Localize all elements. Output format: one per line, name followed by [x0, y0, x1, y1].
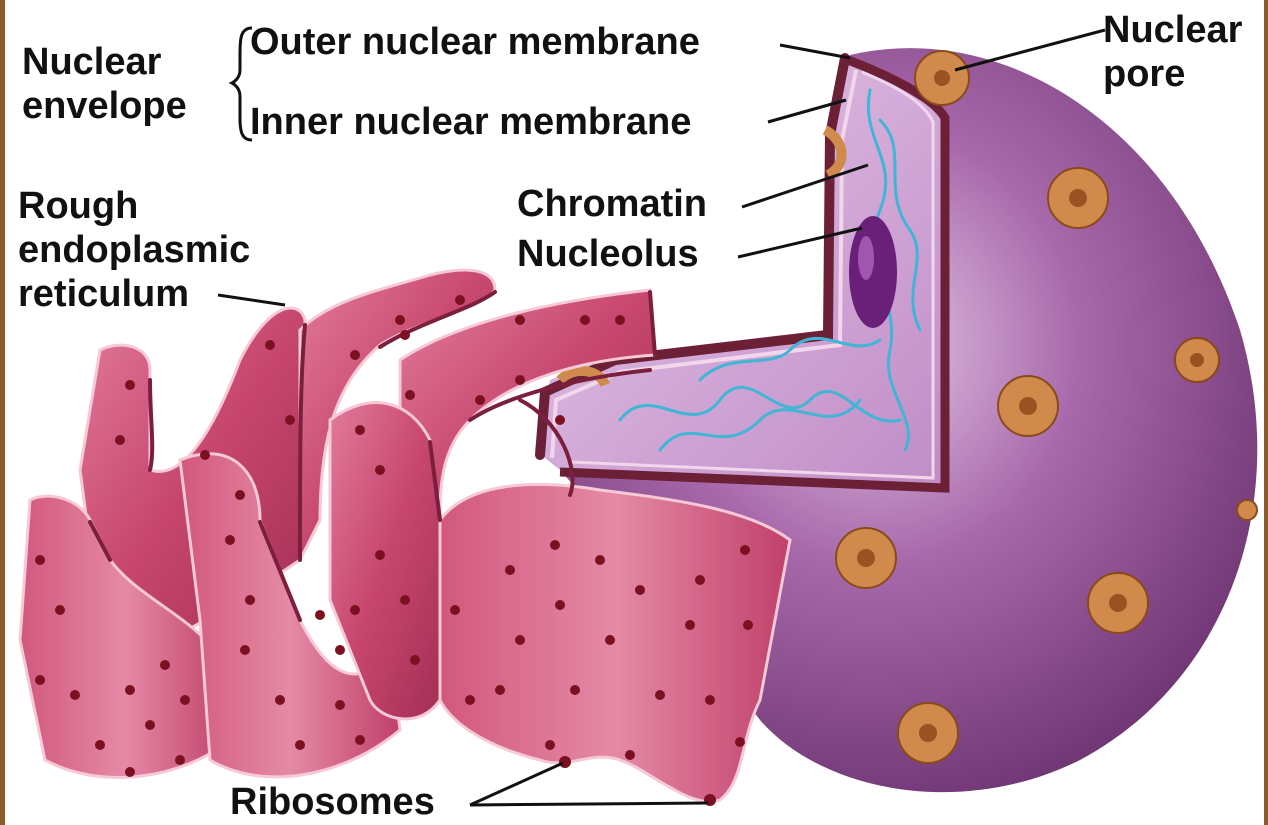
label-rough-er-line3: reticulum [18, 272, 250, 316]
nuclear-envelope-brace [232, 28, 252, 140]
label-chromatin: Chromatin [517, 182, 707, 226]
label-nuclear-pore-line1: Nuclear [1103, 8, 1242, 52]
label-nuclear-envelope-line2: envelope [22, 84, 187, 128]
leader-ribosome-1 [470, 763, 563, 805]
leader-nuclear-pore [955, 30, 1105, 70]
label-inner-nuclear-membrane: Inner nuclear membrane [250, 100, 691, 144]
label-nuclear-pore: Nuclear pore [1103, 8, 1242, 96]
label-outer-nuclear-membrane: Outer nuclear membrane [250, 20, 700, 64]
label-nuclear-envelope: Nuclear envelope [22, 40, 187, 128]
er-cisterna-front [440, 484, 790, 801]
label-nuclear-pore-line2: pore [1103, 52, 1242, 96]
leader-outer-membrane [780, 45, 850, 58]
label-rough-er-line1: Rough [18, 184, 250, 228]
label-rough-er-line2: endoplasmic [18, 228, 250, 272]
label-nuclear-envelope-line1: Nuclear [22, 40, 187, 84]
nucleolus-body [849, 216, 897, 328]
label-nucleolus: Nucleolus [517, 232, 699, 276]
label-rough-er: Rough endoplasmic reticulum [18, 184, 250, 316]
label-ribosomes: Ribosomes [230, 780, 435, 824]
leader-ribosome-2 [470, 803, 708, 805]
nucleolus-highlight [858, 236, 874, 280]
